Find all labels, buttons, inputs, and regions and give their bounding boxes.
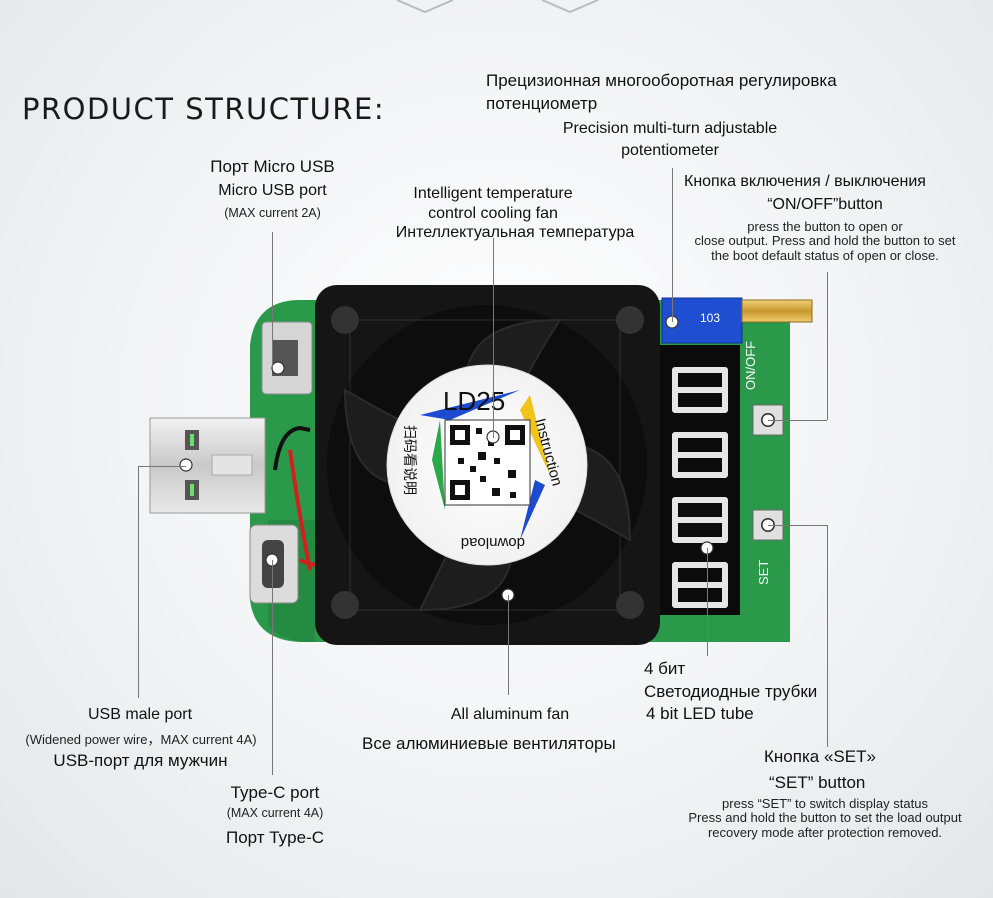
usb-male-ru: USB-порт для мужчин bbox=[53, 751, 228, 770]
micro-usb-leader bbox=[272, 232, 273, 368]
ornament-left-icon bbox=[396, 0, 454, 14]
set-desc2: Press and hold the button to set the loa… bbox=[688, 810, 962, 825]
onoff-desc2: close output. Press and hold the button … bbox=[694, 233, 956, 248]
led-leader bbox=[707, 548, 708, 656]
set-leader bbox=[827, 525, 828, 747]
type-c-ru: Порт Type-C bbox=[225, 828, 325, 847]
onoff-en: “ON/OFF”button bbox=[767, 196, 883, 213]
potentiometer: 103 bbox=[661, 297, 813, 344]
micro-usb-connector bbox=[261, 321, 313, 395]
page-title: PRODUCT STRUCTURE: bbox=[22, 92, 386, 126]
usb-male-note: (Widened power wire，MAX current 4A) bbox=[25, 732, 257, 747]
type-c-note: (MAX current 4A) bbox=[226, 806, 324, 820]
potentiometer-ru-line2: потенциометр bbox=[486, 94, 598, 113]
usb-male-en: USB male port bbox=[87, 706, 193, 723]
onoff-desc1: press the button to open or bbox=[747, 219, 903, 234]
ornament-right-icon bbox=[541, 0, 599, 14]
cooling-fan: LD25 Instruction download 扫码看说明 bbox=[315, 285, 660, 645]
fan-download-label: download bbox=[461, 534, 525, 551]
led-ru-line1: 4 бит bbox=[644, 659, 686, 678]
fan-top-leader bbox=[493, 238, 494, 438]
set-ru: Кнопка «SET» bbox=[764, 747, 876, 766]
fan-top-en-line1: Intelligent temperature bbox=[413, 185, 573, 202]
potentiometer-ru-line1: Прецизионная многооборотная регулировка bbox=[486, 71, 837, 90]
led-ru-line2: Светодиодные трубки bbox=[644, 682, 818, 701]
led-display bbox=[660, 345, 740, 615]
set-leader-h bbox=[768, 525, 827, 526]
potentiometer-en-line2: potentiometer bbox=[621, 142, 719, 159]
micro-usb-en: Micro USB port bbox=[218, 182, 327, 199]
set-desc3: recovery mode after protection removed. bbox=[707, 825, 943, 840]
fan-bottom-ru: Все алюминиевые вентиляторы bbox=[362, 734, 616, 753]
fan-top-ru: Интеллектуальная температура bbox=[395, 224, 635, 241]
onoff-desc3: the boot default status of open or close… bbox=[711, 248, 939, 263]
usb-male-leader bbox=[138, 466, 139, 698]
set-desc1: press “SET” to switch display status bbox=[722, 796, 928, 811]
led-en: 4 bit LED tube bbox=[646, 704, 754, 723]
type-c-en: Type-C port bbox=[230, 783, 320, 802]
set-en: “SET” button bbox=[769, 773, 866, 792]
type-c-leader bbox=[272, 560, 273, 775]
fan-bottom-en: All aluminum fan bbox=[450, 706, 570, 723]
pcb-onoff-label: ON/OFF bbox=[743, 341, 758, 390]
micro-usb-note: (MAX current 2A) bbox=[224, 206, 321, 220]
fan-top-en-line2: control cooling fan bbox=[428, 205, 558, 222]
usb-male-connector bbox=[149, 417, 266, 514]
onoff-ru: Кнопка включения / выключения bbox=[684, 173, 926, 190]
potentiometer-en-line1: Precision multi-turn adjustable bbox=[562, 120, 778, 137]
fan-cn-label: 扫码看说明 bbox=[401, 425, 417, 495]
fan-model-label: LD25 bbox=[443, 386, 505, 416]
fan-bottom-leader bbox=[508, 595, 509, 695]
micro-usb-ru: Порт Micro USB bbox=[210, 157, 335, 176]
pcb-set-label: SET bbox=[756, 560, 771, 585]
usb-male-leader-h bbox=[138, 466, 186, 467]
pot-code-label: 103 bbox=[700, 311, 720, 325]
potentiometer-leader bbox=[672, 168, 673, 322]
onoff-leader bbox=[827, 272, 828, 420]
onoff-leader-h bbox=[768, 420, 827, 421]
